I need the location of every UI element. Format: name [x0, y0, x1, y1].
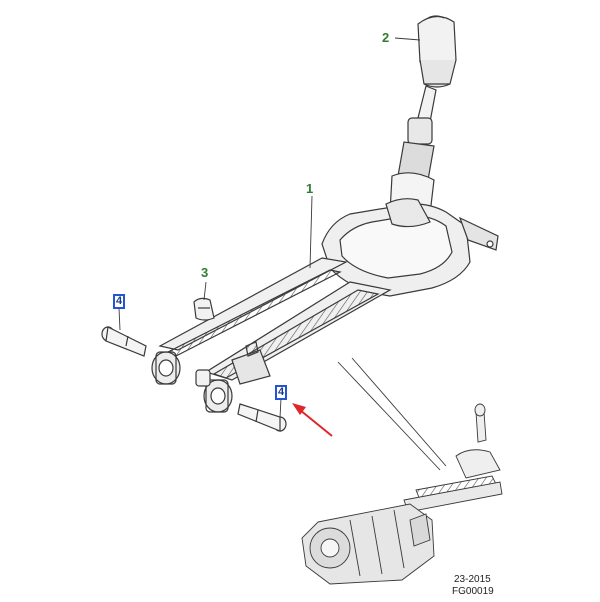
- callout-1: 1: [306, 181, 314, 196]
- gear-knob: [417, 15, 457, 88]
- bolt-upper: [101, 326, 147, 357]
- bushing-lower: [203, 379, 233, 413]
- callout-4-upper: 4: [113, 294, 126, 309]
- retaining-clip: [193, 297, 215, 321]
- bolt-lower: [237, 403, 287, 432]
- callout-2: 2: [382, 30, 390, 45]
- shifter-housing: [321, 198, 499, 297]
- transmission-inset: [301, 403, 503, 585]
- leader-lines: [118, 37, 447, 471]
- figure-ref-line1: 23-2015: [454, 574, 491, 585]
- bushing-upper: [151, 351, 181, 385]
- retaining-clip-lower: [195, 369, 211, 387]
- shift-lever-shaft: [389, 85, 437, 219]
- callout-3: 3: [201, 265, 209, 280]
- red-arrow-icon: [292, 403, 333, 437]
- callout-4-lower: 4: [275, 385, 288, 400]
- figure-ref-line2: FG00019: [452, 586, 494, 597]
- shift-rails: [158, 257, 392, 385]
